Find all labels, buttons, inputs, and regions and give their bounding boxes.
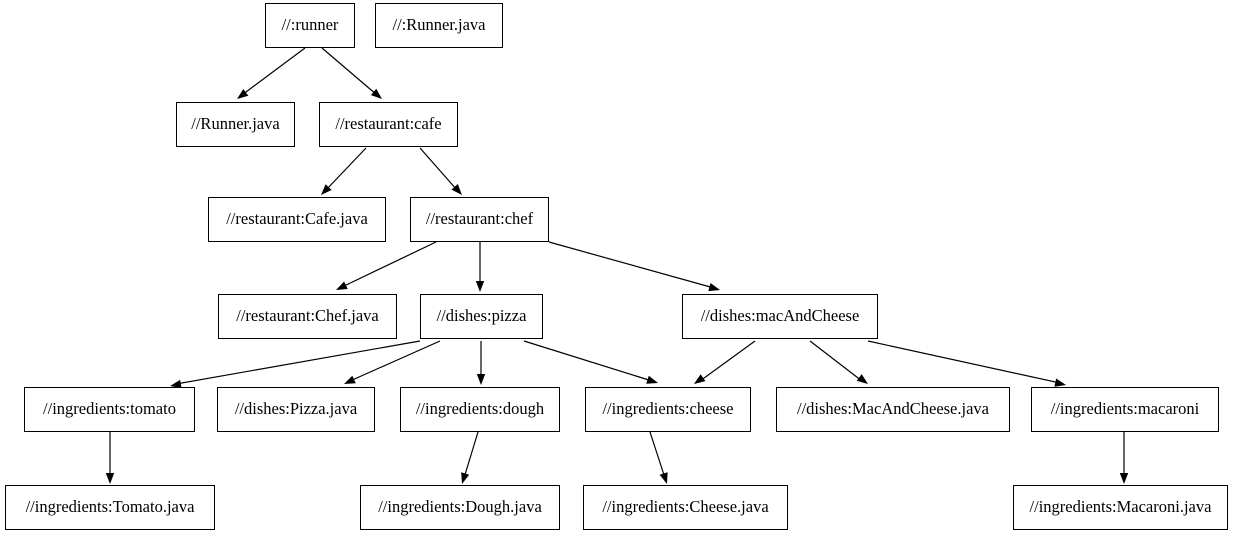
graph-node-label: //ingredients:Dough.java bbox=[378, 497, 542, 517]
graph-node-label: //ingredients:dough bbox=[415, 399, 545, 419]
arrowhead-dishes_pizza-to-ing_dough bbox=[476, 374, 486, 385]
graph-node-runner[interactable]: //:runner bbox=[265, 3, 355, 48]
arrowhead-restaurant_cafe-to-restaurant_chef bbox=[451, 184, 462, 195]
graph-node-restaurant_cafe[interactable]: //restaurant:cafe bbox=[319, 102, 458, 147]
arrowhead-ing_cheese-to-ing_cheese_java bbox=[659, 472, 668, 484]
graph-node-label: //restaurant:chef bbox=[425, 209, 534, 229]
graph-node-restaurant_cafe_java[interactable]: //restaurant:Cafe.java bbox=[208, 197, 386, 242]
edge-dishes_pizza-to-ing_tomato bbox=[175, 340, 421, 385]
edge-dishes_pizza-to-dishes_pizza_java bbox=[349, 340, 441, 382]
graph-node-label: //ingredients:Cheese.java bbox=[602, 497, 769, 517]
graph-node-label: //:runner bbox=[281, 15, 339, 35]
graph-node-dishes_pizza_java[interactable]: //dishes:Pizza.java bbox=[217, 387, 375, 432]
edge-ing_dough-to-ing_dough_java bbox=[463, 431, 479, 479]
graph-node-ing_cheese[interactable]: //ingredients:cheese bbox=[585, 387, 751, 432]
graph-node-ing_tomato[interactable]: //ingredients:tomato bbox=[24, 387, 195, 432]
arrowhead-dishes_pizza-to-dishes_pizza_java bbox=[344, 375, 356, 384]
edge-ing_cheese-to-ing_cheese_java bbox=[649, 431, 666, 479]
graph-node-label: //ingredients:cheese bbox=[602, 399, 734, 419]
edge-runner-to-restaurant_cafe bbox=[321, 47, 378, 96]
graph-node-ing_tomato_java[interactable]: //ingredients:Tomato.java bbox=[5, 485, 215, 530]
graph-node-label: //dishes:MacAndCheese.java bbox=[797, 399, 989, 419]
graph-node-runner_java_root[interactable]: //:Runner.java bbox=[375, 3, 503, 48]
arrowhead-restaurant_chef-to-restaurant_chef_java bbox=[336, 281, 348, 290]
graph-node-dishes_mac[interactable]: //dishes:macAndCheese bbox=[682, 294, 878, 339]
edge-restaurant_chef-to-restaurant_chef_java bbox=[341, 241, 437, 288]
arrowhead-ing_tomato-to-ing_tomato_java bbox=[105, 473, 115, 484]
arrowhead-runner-to-restaurant_cafe bbox=[370, 88, 382, 99]
graph-node-label: //ingredients:Tomato.java bbox=[25, 497, 195, 517]
graph-node-ing_cheese_java[interactable]: //ingredients:Cheese.java bbox=[583, 485, 788, 530]
arrowhead-dishes_pizza-to-ing_cheese bbox=[646, 375, 658, 384]
graph-node-dishes_mac_java[interactable]: //dishes:MacAndCheese.java bbox=[776, 387, 1010, 432]
graph-node-ing_macaroni_java[interactable]: //ingredients:Macaroni.java bbox=[1013, 485, 1228, 530]
arrowhead-dishes_mac-to-dishes_mac_java bbox=[856, 374, 868, 384]
graph-node-ing_dough[interactable]: //ingredients:dough bbox=[400, 387, 560, 432]
graph-node-restaurant_chef_java[interactable]: //restaurant:Chef.java bbox=[218, 294, 397, 339]
edge-dishes_mac-to-ing_macaroni bbox=[867, 340, 1061, 384]
graph-node-label: //ingredients:Macaroni.java bbox=[1029, 497, 1212, 517]
arrowhead-ing_macaroni-to-ing_macaroni_java bbox=[1119, 473, 1129, 484]
edge-dishes_pizza-to-ing_cheese bbox=[523, 340, 653, 382]
graph-node-label: //dishes:pizza bbox=[436, 306, 527, 326]
graph-node-label: //restaurant:Chef.java bbox=[236, 306, 379, 326]
arrowhead-dishes_mac-to-ing_cheese bbox=[694, 374, 706, 384]
edge-dishes_mac-to-ing_cheese bbox=[699, 340, 756, 382]
graph-node-restaurant_chef[interactable]: //restaurant:chef bbox=[410, 197, 549, 242]
edge-restaurant_cafe-to-restaurant_chef bbox=[419, 147, 458, 191]
edge-restaurant_chef-to-dishes_mac bbox=[548, 241, 715, 289]
edge-runner-to-runner_java bbox=[241, 47, 306, 96]
edge-dishes_mac-to-dishes_mac_java bbox=[809, 340, 863, 382]
arrowhead-dishes_mac-to-ing_macaroni bbox=[1054, 378, 1066, 387]
arrowhead-restaurant_chef-to-dishes_pizza bbox=[475, 281, 485, 292]
edge-restaurant_cafe-to-restaurant_cafe_java bbox=[325, 147, 367, 191]
graph-node-label: //ingredients:tomato bbox=[43, 399, 176, 419]
graph-node-ing_dough_java[interactable]: //ingredients:Dough.java bbox=[360, 485, 560, 530]
graph-node-label: //dishes:Pizza.java bbox=[234, 399, 358, 419]
graph-node-label: //Runner.java bbox=[191, 114, 280, 134]
graph-node-dishes_pizza[interactable]: //dishes:pizza bbox=[420, 294, 543, 339]
arrowhead-restaurant_cafe-to-restaurant_cafe_java bbox=[321, 184, 332, 195]
arrowhead-ing_dough-to-ing_dough_java bbox=[461, 472, 470, 484]
graph-node-label: //:Runner.java bbox=[392, 15, 486, 35]
arrowhead-restaurant_chef-to-dishes_mac bbox=[708, 283, 720, 292]
graph-node-label: //ingredients:macaroni bbox=[1050, 399, 1200, 419]
graph-node-ing_macaroni[interactable]: //ingredients:macaroni bbox=[1031, 387, 1219, 432]
arrowhead-runner-to-runner_java bbox=[237, 89, 249, 99]
graph-node-label: //restaurant:Cafe.java bbox=[226, 209, 368, 229]
graph-node-label: //restaurant:cafe bbox=[335, 114, 442, 134]
graph-node-runner_java[interactable]: //Runner.java bbox=[176, 102, 295, 147]
graph-node-label: //dishes:macAndCheese bbox=[700, 306, 860, 326]
